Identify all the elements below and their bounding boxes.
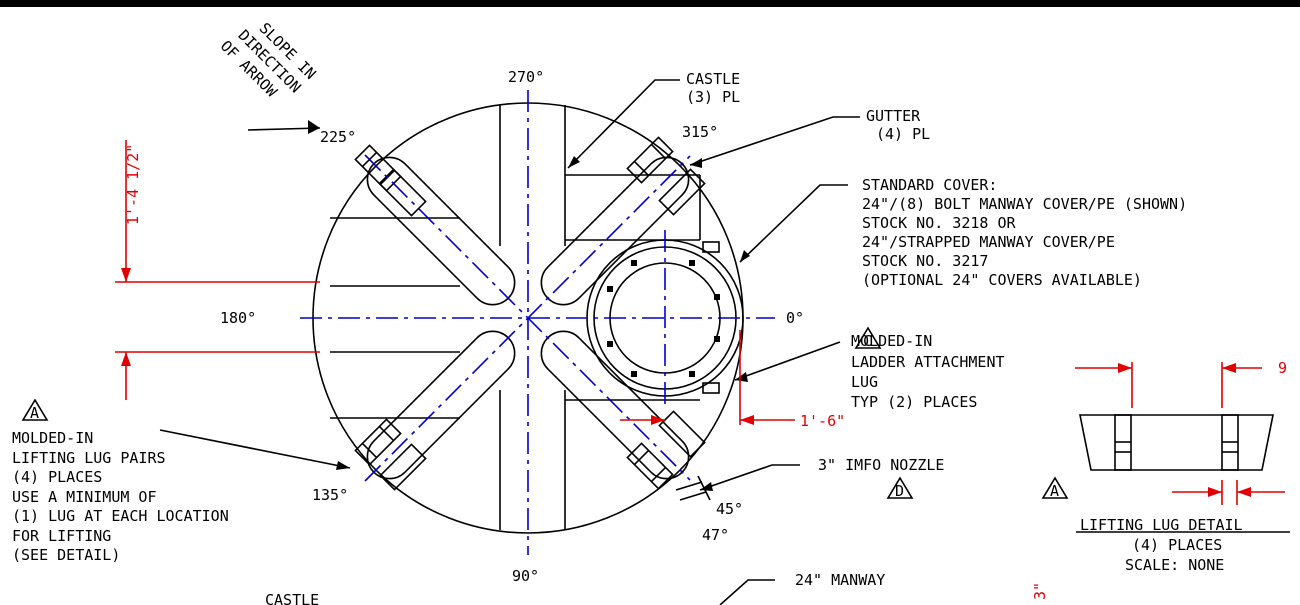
svg-text:24"/(8) BOLT MANWAY COVER/PE (: 24"/(8) BOLT MANWAY COVER/PE (SHOWN)	[862, 195, 1187, 213]
svg-text:(4) PLACES: (4) PLACES	[12, 468, 102, 486]
marker-d: D	[895, 482, 904, 500]
marker-c: C	[863, 332, 872, 350]
manway-label: 24" MANWAY	[795, 571, 885, 589]
svg-text:SCALE: NONE: SCALE: NONE	[1125, 556, 1224, 574]
dim-detail-width: 9	[1278, 359, 1287, 377]
svg-text:(OPTIONAL 24" COVERS AVAILABLE: (OPTIONAL 24" COVERS AVAILABLE)	[862, 271, 1142, 289]
angle-270: 270°	[508, 68, 544, 86]
marker-a-detail: A	[1050, 482, 1059, 500]
lifting-lug-note: MOLDED-IN LIFTING LUG PAIRS (4) PLACES U…	[12, 429, 229, 564]
lifting-lug-detail-caption: LIFTING LUG DETAIL (4) PLACES SCALE: NON…	[1080, 516, 1243, 574]
leader-lines	[159, 79, 860, 605]
angle-47: 47°	[702, 526, 729, 544]
centerlines	[300, 90, 775, 555]
dim-vertical: 1'-4 1/2"	[124, 144, 142, 225]
nozzle-label: 3" IMFO NOZZLE	[818, 456, 944, 474]
angle-225: 225°	[320, 128, 356, 146]
svg-text:(4) PLACES: (4) PLACES	[1132, 536, 1222, 554]
svg-text:TYP (2) PLACES: TYP (2) PLACES	[851, 393, 977, 411]
svg-text:USE A MINIMUM OF: USE A MINIMUM OF	[12, 488, 157, 506]
svg-text:STOCK NO. 3217: STOCK NO. 3217	[862, 252, 988, 270]
svg-text:MOLDED-IN: MOLDED-IN	[851, 332, 932, 350]
svg-text:MOLDED-IN: MOLDED-IN	[12, 429, 93, 447]
svg-text:(1) LUG AT EACH LOCATION: (1) LUG AT EACH LOCATION	[12, 507, 229, 525]
angle-315: 315°	[682, 123, 718, 141]
angle-45: 45°	[716, 500, 743, 518]
marker-a-left: A	[30, 404, 39, 422]
standard-cover-note: STANDARD COVER: 24"/(8) BOLT MANWAY COVE…	[862, 176, 1187, 289]
gutter-qty: (4) PL	[876, 125, 930, 143]
castle-bottom-label: CASTLE	[265, 591, 319, 605]
dim-manway-offset: 1'-6"	[800, 412, 845, 430]
ladder-lug-note: MOLDED-IN LADDER ATTACHMENT LUG TYP (2) …	[851, 332, 1005, 411]
svg-text:STOCK NO. 3218 OR: STOCK NO. 3218 OR	[862, 214, 1016, 232]
angle-90: 90°	[512, 567, 539, 585]
title-border	[0, 0, 1300, 7]
angle-0: 0°	[786, 309, 804, 327]
svg-text:FOR LIFTING: FOR LIFTING	[12, 527, 111, 545]
svg-text:24"/STRAPPED MANWAY COVER/PE: 24"/STRAPPED MANWAY COVER/PE	[862, 233, 1115, 251]
svg-text:STANDARD COVER:: STANDARD COVER:	[862, 176, 997, 194]
gutter-label: GUTTER	[866, 107, 921, 125]
castle-label: CASTLE	[686, 70, 740, 88]
marker-triangles	[21, 326, 1069, 499]
castle-lines	[330, 105, 701, 530]
svg-text:LIFTING LUG PAIRS: LIFTING LUG PAIRS	[12, 449, 166, 467]
svg-text:LIFTING LUG DETAIL: LIFTING LUG DETAIL	[1080, 516, 1243, 534]
dim-bottom: 3"	[1031, 582, 1049, 600]
lifting-lugs	[354, 136, 706, 491]
lifting-lug-detail-shape	[1076, 414, 1290, 533]
svg-text:LADDER ATTACHMENT: LADDER ATTACHMENT	[851, 353, 1005, 371]
angle-180: 180°	[220, 309, 256, 327]
svg-text:LUG: LUG	[851, 373, 878, 391]
svg-text:(SEE DETAIL): (SEE DETAIL)	[12, 546, 120, 564]
castle-qty: (3) PL	[686, 88, 740, 106]
slope-note: SLOPE IN DIRECTION OF ARROW	[217, 19, 320, 101]
angle-135: 135°	[312, 486, 348, 504]
